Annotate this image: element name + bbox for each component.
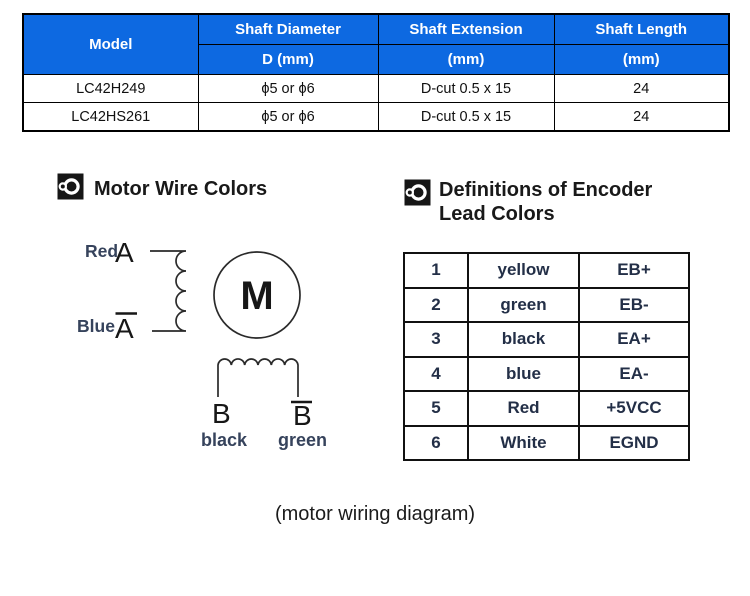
wire-color-label-green: green <box>278 430 327 450</box>
encoder-title-line2: Lead Colors <box>439 203 555 225</box>
encoder-signal: EA+ <box>578 321 690 358</box>
encoder-title: Definitions of Encoder Lead Colors <box>439 178 652 226</box>
encoder-lead-color: blue <box>467 355 580 392</box>
spec-cell-model-1: LC42H249 <box>22 74 199 103</box>
spec-header-shaft-diameter: Shaft Diameter <box>197 13 379 45</box>
encoder-signal: EA- <box>578 355 690 392</box>
encoder-pin: 4 <box>403 355 469 392</box>
motor-wiring-diagram: Red A Blue A M B B black green <box>77 237 327 450</box>
table-row: LC42HS261 ϕ5 or ϕ6 D-cut 0.5 x 15 24 <box>22 102 730 132</box>
table-row: 3 black EA+ <box>403 321 690 358</box>
encoder-table: 1 yellow EB+ 2 green EB- 3 black EA+ 4 b… <box>403 252 690 461</box>
encoder-lead-color: black <box>467 321 580 358</box>
spec-subheader-mm-1: (mm) <box>377 44 555 75</box>
spec-subheader-mm-2: (mm) <box>553 44 730 75</box>
encoder-pin: 6 <box>403 424 469 461</box>
encoder-pin: 2 <box>403 286 469 323</box>
spec-header-model: Model <box>22 13 199 75</box>
phase-a-label: A <box>115 237 134 268</box>
spec-cell-length-1: 24 <box>553 74 730 103</box>
spec-cell-extension-1: D-cut 0.5 x 15 <box>377 74 555 103</box>
encoder-pin: 5 <box>403 390 469 427</box>
spec-cell-model-2: LC42HS261 <box>22 102 199 132</box>
spec-header-row-2: D (mm) (mm) (mm) <box>23 44 730 75</box>
table-row: LC42H249 ϕ5 or ϕ6 D-cut 0.5 x 15 24 <box>22 74 730 103</box>
spec-header-row-1: Model Shaft Diameter Shaft Extension Sha… <box>22 13 730 75</box>
encoder-title-line1: Definitions of Encoder <box>439 179 653 201</box>
motor-circle <box>213 251 301 339</box>
spec-cell-length-2: 24 <box>553 102 730 132</box>
spec-cell-extension-2: D-cut 0.5 x 15 <box>377 102 555 132</box>
table-row: 2 green EB- <box>403 286 690 323</box>
wire-colors-title: Motor Wire Colors <box>94 178 268 200</box>
spec-cell-diameter-1: ϕ5 or ϕ6 <box>197 74 379 103</box>
wire-color-label-black: black <box>201 430 248 450</box>
encoder-signal: EB+ <box>578 252 690 289</box>
diagram-caption: (motor wiring diagram) <box>274 503 476 525</box>
encoder-lead-color: Red <box>467 390 580 427</box>
wire-color-label-blue: Blue <box>77 316 115 336</box>
spec-header-shaft-extension: Shaft Extension <box>377 13 555 45</box>
phase-b-coil <box>217 358 299 397</box>
encoder-pin: 3 <box>403 321 469 358</box>
phase-a-bar-label: A <box>115 313 134 344</box>
encoder-pin: 1 <box>403 252 469 289</box>
rotation-arrow-icon <box>57 173 84 200</box>
motor-letter: M <box>240 274 273 318</box>
spec-table: Model Shaft Diameter Shaft Extension Sha… <box>22 13 730 132</box>
encoder-signal: +5VCC <box>578 390 690 427</box>
wire-color-label-red: Red <box>85 241 118 261</box>
encoder-signal: EGND <box>578 424 690 461</box>
table-row: 5 Red +5VCC <box>403 390 690 427</box>
table-row: 6 White EGND <box>403 424 690 461</box>
rotation-arrow-icon <box>404 179 431 206</box>
phase-b-bar-label: B <box>293 400 312 431</box>
spec-cell-diameter-2: ϕ5 or ϕ6 <box>197 102 379 132</box>
encoder-signal: EB- <box>578 286 690 323</box>
encoder-lead-color: White <box>467 424 580 461</box>
encoder-lead-color: green <box>467 286 580 323</box>
spec-header-shaft-length: Shaft Length <box>553 13 730 45</box>
phase-a-coil <box>150 250 187 332</box>
phase-b-label: B <box>212 398 231 429</box>
spec-subheader-d-mm: D (mm) <box>197 44 379 75</box>
table-row: 1 yellow EB+ <box>403 252 690 289</box>
table-row: 4 blue EA- <box>403 355 690 392</box>
encoder-lead-color: yellow <box>467 252 580 289</box>
